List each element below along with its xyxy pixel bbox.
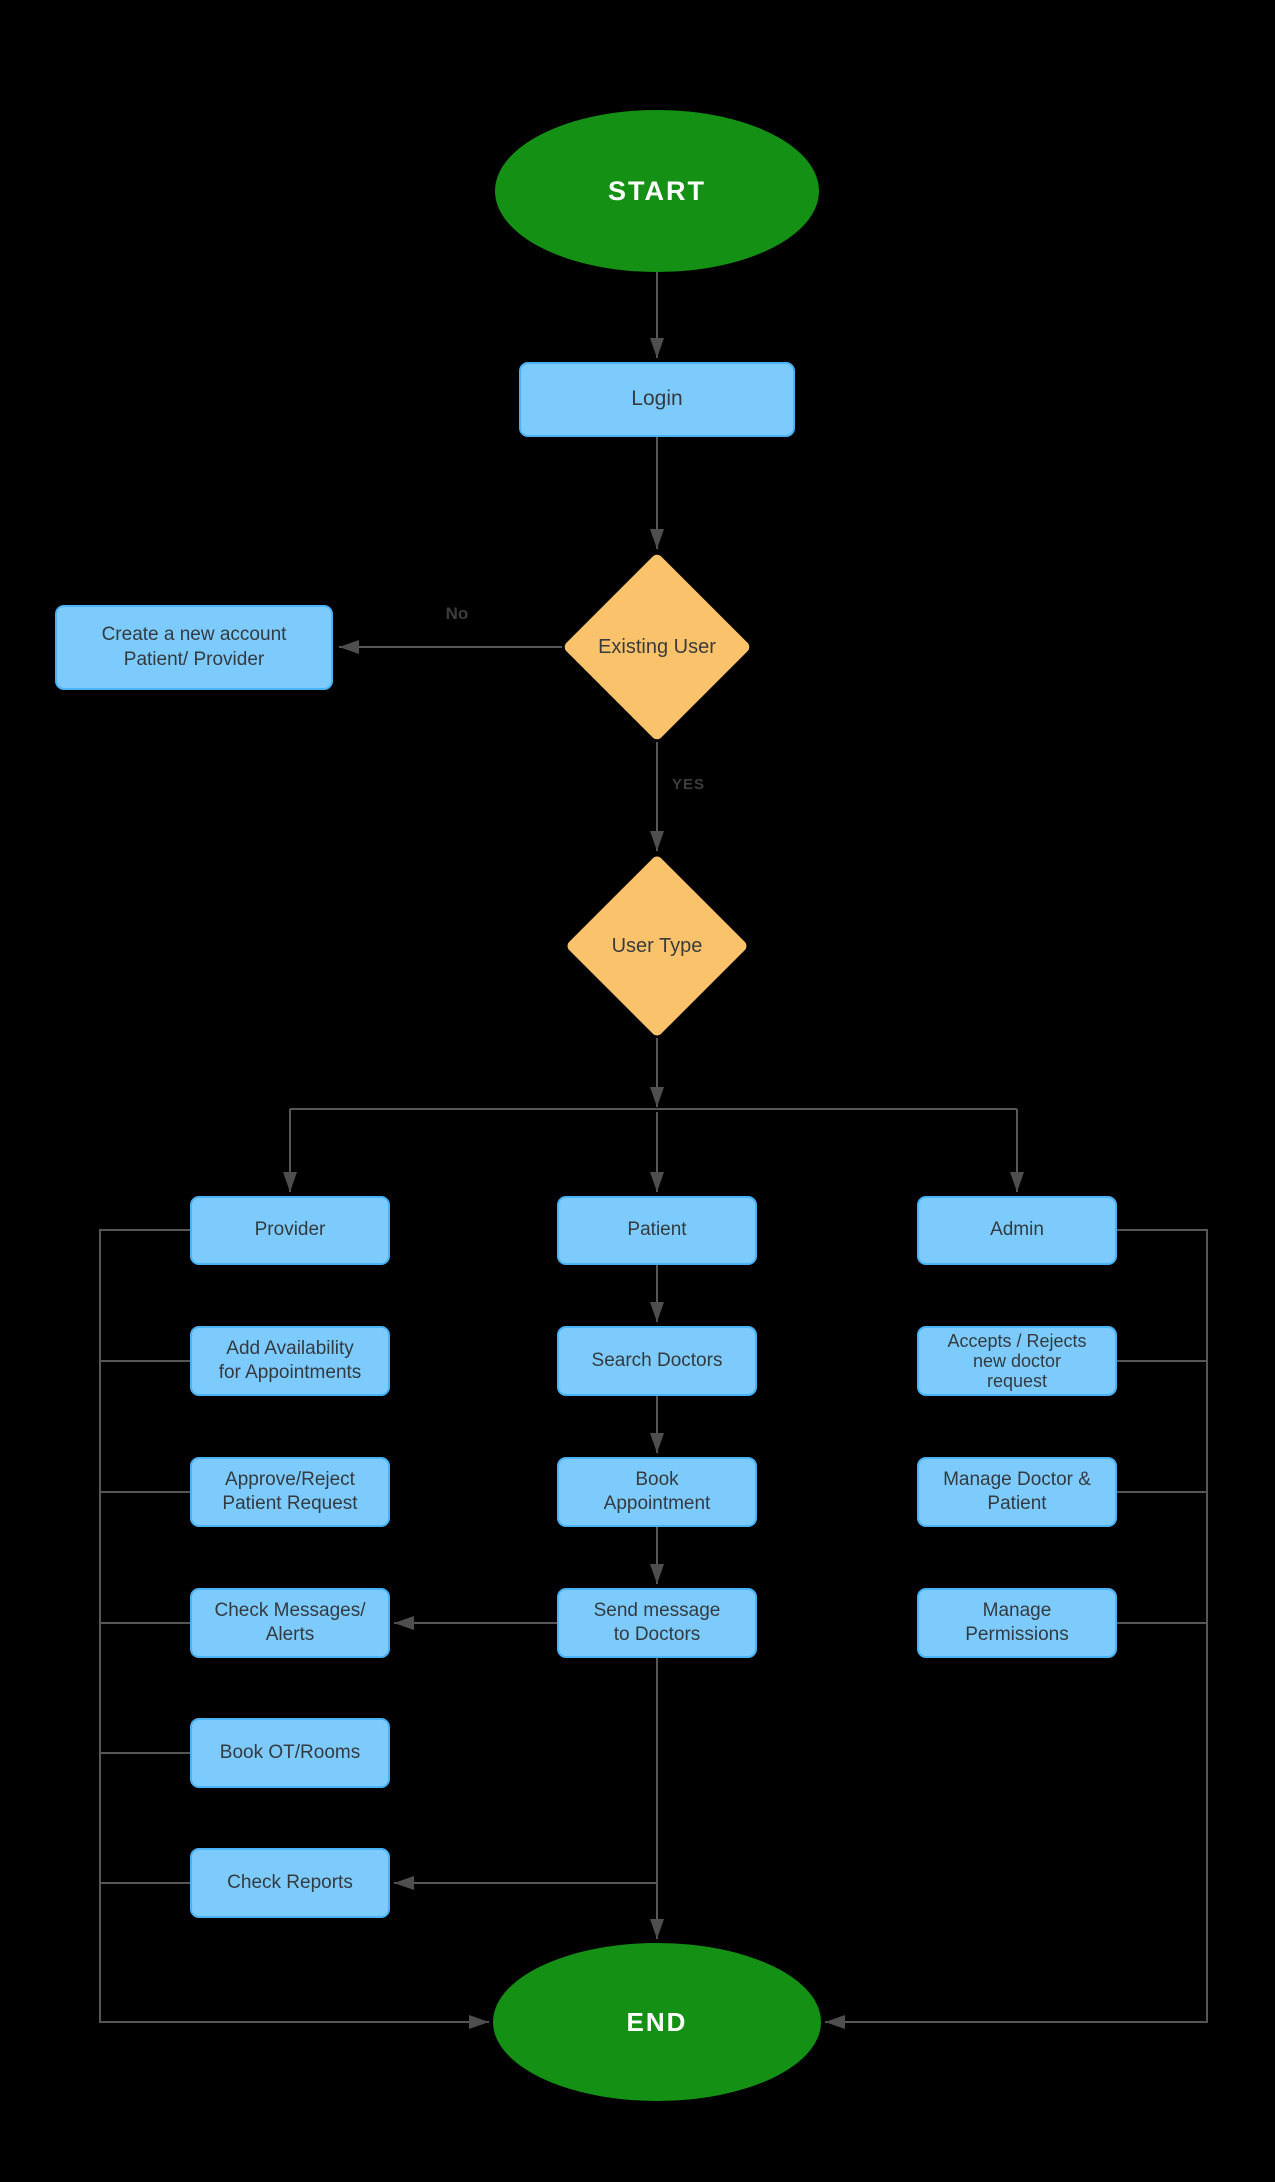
edge-label-no: No bbox=[445, 604, 469, 623]
node-login-label: Login bbox=[631, 387, 683, 411]
node-search-doctors-label: Search Doctors bbox=[591, 1349, 723, 1371]
node-patient-label: Patient bbox=[627, 1219, 687, 1241]
node-book-appointment-line2: Appointment bbox=[603, 1493, 711, 1514]
node-approve-reject-line2: Patient Request bbox=[222, 1493, 358, 1514]
node-manage-permissions-line2: Permissions bbox=[965, 1624, 1069, 1645]
node-book-ot-rooms: Book OT/Rooms bbox=[190, 1718, 390, 1788]
node-create-account-line1: Create a new account bbox=[101, 624, 287, 646]
node-end: END bbox=[493, 1943, 821, 2101]
edge-left-rail bbox=[99, 1229, 489, 2029]
node-existing-user: Existing User bbox=[562, 552, 752, 742]
node-check-reports-label: Check Reports bbox=[227, 1871, 353, 1893]
node-book-appointment-line1: Book bbox=[635, 1468, 679, 1490]
node-book-ot-rooms-label: Book OT/Rooms bbox=[219, 1741, 361, 1763]
node-approve-reject-line1: Approve/Reject bbox=[225, 1468, 355, 1490]
node-accepts-rejects-line2: new doctor bbox=[972, 1350, 1062, 1371]
node-search-doctors: Search Doctors bbox=[557, 1326, 757, 1396]
node-check-messages-line2: Alerts bbox=[265, 1624, 315, 1645]
node-manage-permissions: Manage Permissions bbox=[917, 1588, 1117, 1658]
node-start-label: START bbox=[608, 175, 706, 206]
node-manage-doctor-patient: Manage Doctor & Patient bbox=[917, 1457, 1117, 1527]
node-user-type: User Type bbox=[565, 854, 749, 1038]
node-manage-doctor-patient-line2: Patient bbox=[987, 1493, 1047, 1514]
node-create-account: Create a new account Patient/ Provider bbox=[55, 605, 333, 690]
edge-label-yes: YES bbox=[672, 776, 706, 793]
node-book-appointment: Book Appointment bbox=[557, 1457, 757, 1527]
edge-right-rail bbox=[825, 1229, 1208, 2029]
node-send-message-line2: to Doctors bbox=[613, 1624, 701, 1645]
node-add-availability-line1: Add Availability bbox=[226, 1337, 354, 1359]
node-check-messages-line1: Check Messages/ bbox=[214, 1599, 366, 1621]
node-add-availability: Add Availability for Appointments bbox=[190, 1326, 390, 1396]
node-create-account-line2: Patient/ Provider bbox=[123, 648, 265, 670]
node-patient: Patient bbox=[557, 1196, 757, 1265]
node-admin-label: Admin bbox=[990, 1219, 1044, 1241]
node-start: START bbox=[495, 110, 819, 272]
node-send-message-line1: Send message bbox=[593, 1599, 721, 1621]
node-check-messages: Check Messages/ Alerts bbox=[190, 1588, 390, 1658]
node-manage-doctor-patient-line1: Manage Doctor & bbox=[943, 1468, 1091, 1490]
node-provider-label: Provider bbox=[254, 1219, 326, 1241]
node-accepts-rejects-line1: Accepts / Rejects bbox=[947, 1330, 1087, 1351]
node-admin: Admin bbox=[917, 1196, 1117, 1265]
node-send-message: Send message to Doctors bbox=[557, 1588, 757, 1658]
node-provider: Provider bbox=[190, 1196, 390, 1265]
node-user-type-label: User Type bbox=[611, 934, 703, 957]
node-approve-reject: Approve/Reject Patient Request bbox=[190, 1457, 390, 1527]
node-manage-permissions-line1: Manage bbox=[982, 1599, 1052, 1621]
node-accepts-rejects-line3: request bbox=[986, 1371, 1048, 1392]
node-check-reports: Check Reports bbox=[190, 1848, 390, 1918]
node-login: Login bbox=[519, 362, 795, 437]
node-add-availability-line2: for Appointments bbox=[218, 1362, 362, 1383]
node-end-label: END bbox=[626, 2006, 688, 2037]
node-existing-user-label: Existing User bbox=[598, 635, 716, 658]
node-accepts-rejects: Accepts / Rejects new doctor request bbox=[917, 1326, 1117, 1396]
